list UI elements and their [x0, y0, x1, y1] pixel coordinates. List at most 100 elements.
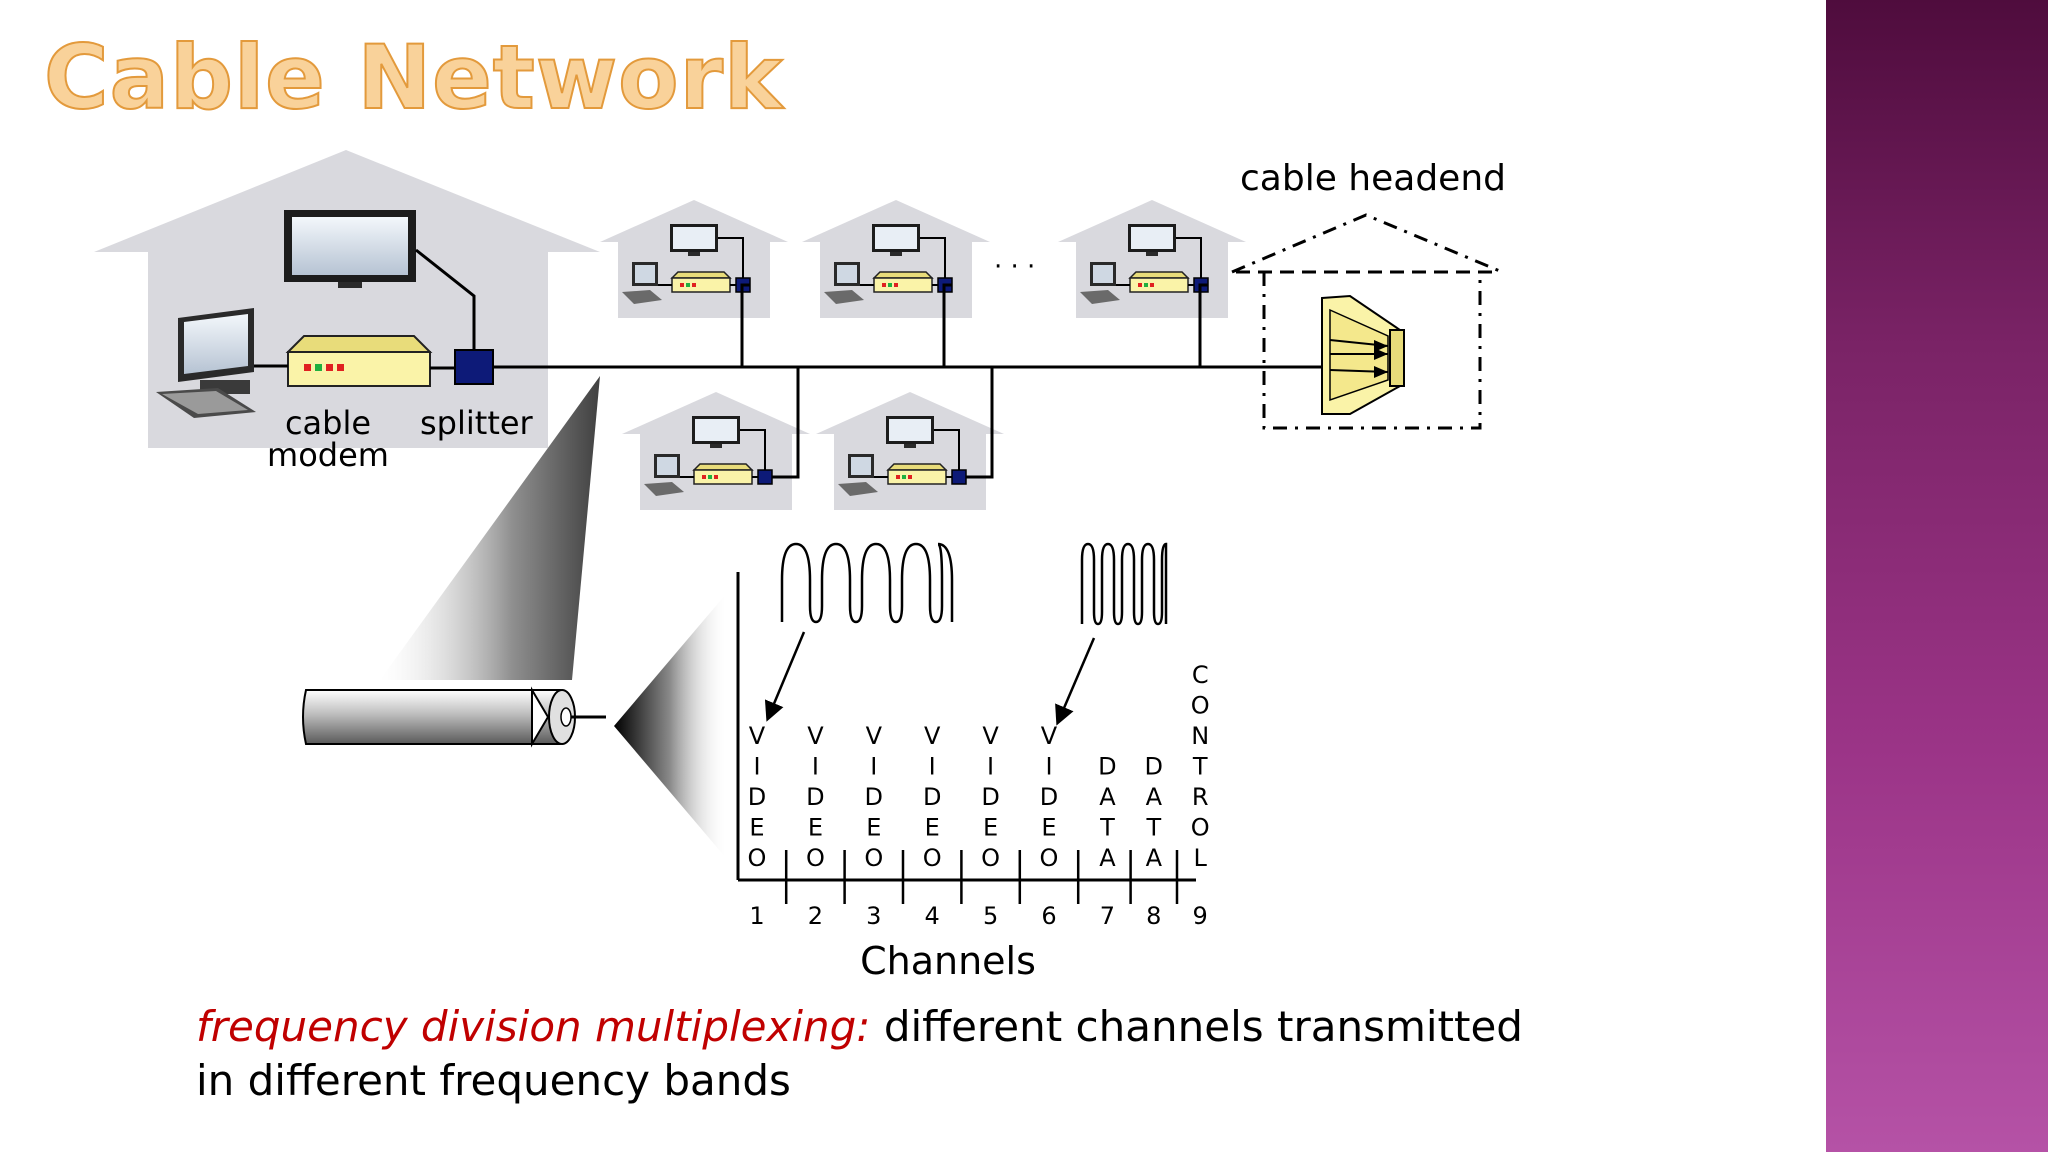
computer-icon — [1080, 262, 1120, 304]
cable-modem-icon — [670, 271, 732, 293]
tv-icon — [886, 416, 934, 448]
channel-label-letter: O — [864, 844, 883, 872]
zoom-cone-upper — [380, 376, 600, 680]
main-house — [94, 150, 600, 448]
channel-label-letter: E — [866, 814, 881, 842]
channel-label-letter: E — [1041, 814, 1056, 842]
computer-icon — [622, 262, 662, 304]
coax-cable-icon — [302, 686, 606, 748]
low-frequency-wave — [780, 542, 954, 624]
cable-modem-icon — [886, 463, 948, 485]
small-houses — [600, 200, 1246, 510]
computer-icon — [644, 454, 684, 496]
channel-label-letter: T — [1099, 814, 1115, 842]
channel-label-letter: O — [1191, 814, 1210, 842]
channel-label-letter: D — [806, 783, 824, 811]
channel-columns: VIDEO1VIDEO2VIDEO3VIDEO4VIDEO5VIDEO6DATA… — [748, 661, 1210, 930]
arrow-high-to-channel-6 — [1055, 637, 1096, 726]
channel-label-letter: A — [1099, 783, 1116, 811]
computer-icon — [156, 308, 256, 418]
tv-icon — [872, 224, 920, 256]
channel-number: 6 — [1041, 902, 1056, 930]
channel-label-letter: D — [1040, 783, 1058, 811]
cable-network-diagram: · · · cable headend cable modem splitter — [94, 150, 1506, 983]
channel-label-letter: V — [866, 722, 883, 750]
caption: frequency division multiplexing: differe… — [196, 1000, 1756, 1108]
channels-axis-label: Channels — [860, 939, 1036, 983]
channel-label-letter: E — [749, 814, 764, 842]
channel-label-letter: O — [981, 844, 1000, 872]
decorative-sidebar — [1826, 0, 2048, 1152]
channel-label-letter: D — [748, 783, 766, 811]
channel-label-letter: D — [865, 783, 883, 811]
small-house — [600, 200, 788, 367]
channel-label-letter: A — [1146, 844, 1163, 872]
computer-icon — [838, 454, 878, 496]
channel-label-letter: N — [1191, 722, 1209, 750]
small-house — [802, 200, 990, 367]
channel-label-letter: I — [1045, 753, 1052, 781]
splitter-icon — [951, 469, 967, 485]
channel-label-letter: A — [1146, 783, 1163, 811]
splitter-icon — [757, 469, 773, 485]
cable-modem-icon — [285, 335, 433, 387]
cable-headend-label: cable headend — [1240, 158, 1506, 199]
channel-number: 3 — [866, 902, 881, 930]
channel-number: 7 — [1100, 902, 1115, 930]
houses-ellipsis: · · · — [994, 252, 1035, 282]
channel-label-letter: R — [1192, 783, 1209, 811]
channel-chart: VIDEO1VIDEO2VIDEO3VIDEO4VIDEO5VIDEO6DATA… — [736, 542, 1210, 930]
channel-label-letter: E — [925, 814, 940, 842]
channel-label-letter: V — [749, 722, 766, 750]
small-house — [1058, 200, 1246, 367]
channel-label-letter: I — [753, 753, 760, 781]
channel-label-letter: V — [924, 722, 941, 750]
cable-modem-label-1: cable — [285, 404, 371, 442]
cable-modem-icon — [872, 271, 934, 293]
channel-number: 1 — [749, 902, 764, 930]
channel-number: 9 — [1193, 902, 1208, 930]
zoom-cone-lower — [614, 594, 726, 858]
channel-number: 4 — [925, 902, 940, 930]
channel-label-letter: V — [807, 722, 824, 750]
channel-label-letter: O — [1191, 692, 1210, 720]
channel-label-letter: O — [806, 844, 825, 872]
small-house — [622, 367, 810, 510]
channel-label-letter: T — [1192, 753, 1208, 781]
caption-emphasis: frequency division multiplexing: — [196, 1002, 871, 1051]
cable-modem-label-2: modem — [267, 436, 389, 474]
channel-number: 8 — [1146, 902, 1161, 930]
channel-label-letter: D — [1145, 753, 1163, 781]
channel-label-letter: O — [923, 844, 942, 872]
channel-label-letter: E — [983, 814, 998, 842]
channel-label-letter: C — [1192, 661, 1209, 689]
channel-label-letter: L — [1194, 844, 1208, 872]
channel-number: 5 — [983, 902, 998, 930]
channel-label-letter: V — [982, 722, 999, 750]
cable-modem-icon — [692, 463, 754, 485]
channel-number: 2 — [808, 902, 823, 930]
channel-label-letter: T — [1145, 814, 1161, 842]
tv-icon — [670, 224, 718, 256]
channel-label-letter: O — [748, 844, 767, 872]
arrow-low-to-channel-1 — [764, 631, 806, 722]
channel-label-letter: D — [981, 783, 999, 811]
tv-icon — [284, 210, 416, 288]
small-house — [816, 367, 1004, 510]
cable-modem-icon — [1128, 271, 1190, 293]
channel-label-letter: I — [870, 753, 877, 781]
headend-device-icon — [1321, 294, 1405, 415]
channel-label-letter: E — [808, 814, 823, 842]
tv-icon — [692, 416, 740, 448]
caption-line2: in different frequency bands — [196, 1056, 791, 1105]
computer-icon — [824, 262, 864, 304]
caption-rest: different channels transmitted — [870, 1002, 1523, 1051]
channel-label-letter: A — [1099, 844, 1116, 872]
